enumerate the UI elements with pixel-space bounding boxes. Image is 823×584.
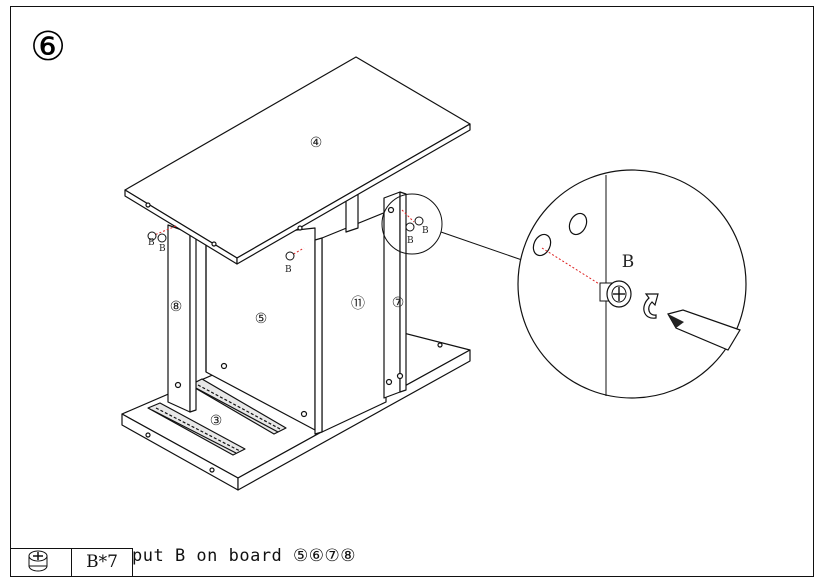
zoom-leader-line xyxy=(440,231,523,261)
fitting-label: B xyxy=(159,244,166,254)
fitting-label: B xyxy=(285,265,292,275)
fitting-label: B xyxy=(422,226,429,236)
fitting-label: B xyxy=(148,238,155,248)
part-label-left-side: ⑧ xyxy=(170,299,183,315)
part-quantity: B*7 xyxy=(86,552,118,572)
door-panel xyxy=(314,211,387,435)
cam-lock-icon xyxy=(28,550,48,572)
instruction-caption: put B on board ⑤⑥⑦⑧ xyxy=(132,546,356,566)
cam-lock-fittings xyxy=(147,209,424,261)
drawer-slide-front xyxy=(147,402,246,456)
part-label-back-panel: ⑤ xyxy=(255,311,268,327)
bottom-hole xyxy=(437,342,443,348)
part-label-top-board: ④ xyxy=(310,135,323,151)
part-label-right-side: ⑦ xyxy=(392,295,405,311)
detail-label: B xyxy=(622,252,635,272)
left-side-panel xyxy=(167,224,197,413)
bottom-hole xyxy=(145,432,151,438)
part-label-door-panel: ⑪ xyxy=(351,296,365,312)
part-label-bottom-board: ③ xyxy=(210,413,223,429)
zoom-source-circle xyxy=(381,193,443,255)
step-number: ⑥ xyxy=(30,24,66,70)
detail-hole xyxy=(568,212,588,236)
drawer-slide-back xyxy=(189,378,287,435)
page-frame xyxy=(10,6,814,577)
step-number-badge: ⑥ xyxy=(30,24,66,70)
top-board xyxy=(124,56,471,265)
cabinet-assembly xyxy=(121,56,471,491)
screwdriver-icon xyxy=(667,309,741,351)
right-side-panel xyxy=(383,191,407,399)
detail-zoom xyxy=(517,169,747,399)
detail-cam-lock xyxy=(599,280,632,308)
rotate-arrow-icon xyxy=(643,293,659,319)
bottom-hole xyxy=(209,467,215,473)
fitting-label: B xyxy=(407,236,414,246)
